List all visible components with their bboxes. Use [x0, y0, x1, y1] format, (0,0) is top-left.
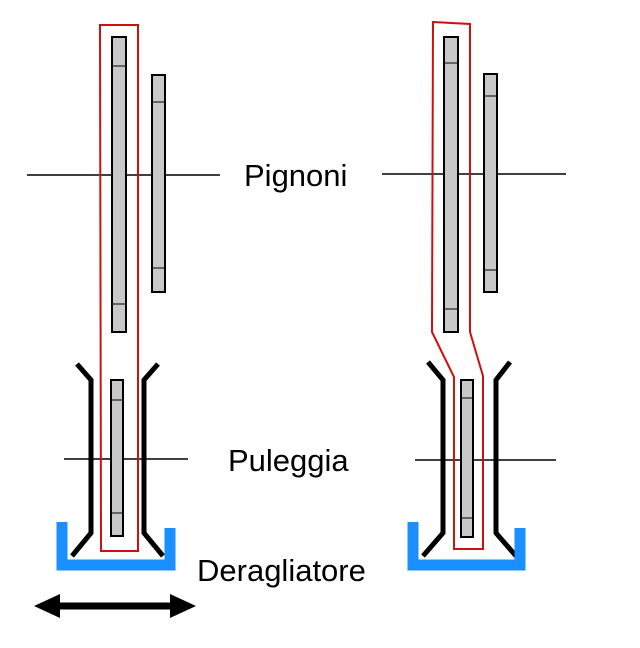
left-cage-inner-plate-right [141, 362, 165, 558]
right-large-sprocket [443, 36, 459, 333]
right-chain-outline [430, 20, 484, 550]
left-large-sprocket [111, 36, 127, 333]
right-assembly [407, 20, 526, 571]
right-cage-inner-plate-left [421, 360, 446, 558]
right-derailleur-cage [407, 522, 526, 571]
derailleur-label: Deragliatore [197, 553, 366, 588]
sprockets-label: Pignoni [244, 158, 347, 193]
right-pulley [460, 379, 474, 538]
left-derailleur-cage [56, 522, 176, 571]
right-cage-inner-plate-right [493, 360, 518, 558]
left-small-sprocket [151, 74, 166, 293]
left-pulley [110, 379, 124, 537]
left-cage-inner-plate-left [70, 362, 94, 558]
right-small-sprocket [483, 73, 498, 293]
pulley-label: Puleggia [228, 443, 349, 478]
left-chain-outline [98, 24, 139, 552]
double-headed-arrow-icon [34, 594, 196, 618]
left-assembly [56, 24, 176, 571]
